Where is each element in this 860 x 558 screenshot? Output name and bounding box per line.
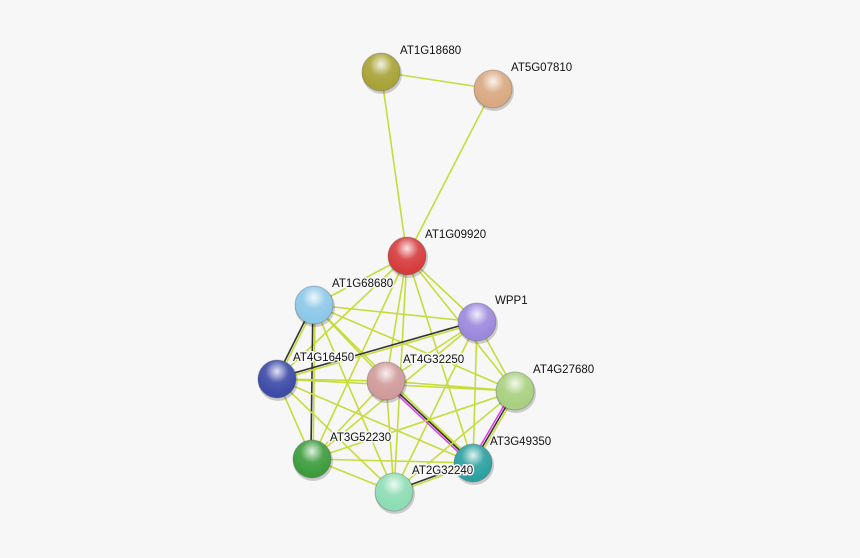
node-highlight xyxy=(295,286,333,324)
edge-AT1G68680-AT3G52230-coexp xyxy=(310,304,314,459)
edge-AT1G18680-AT1G09920-text xyxy=(380,71,408,257)
edge-AT5G07810-AT1G09920-text xyxy=(406,88,494,257)
node-highlight xyxy=(388,237,426,275)
edge-AT1G68680-WPP1-text xyxy=(313,304,478,323)
node-label[interactable]: AT4G32250 xyxy=(402,353,466,368)
node-label[interactable]: AT2G32240 xyxy=(411,464,475,479)
node-label[interactable]: AT1G09920 xyxy=(424,228,488,243)
node-AT4G16450[interactable]: AT4G16450 xyxy=(257,351,356,401)
edge-AT4G32250-AT3G49350-text xyxy=(386,378,476,462)
edge-WPP1-AT4G16450-text xyxy=(277,322,478,381)
edge-AT1G09920-AT3G52230-text xyxy=(311,255,408,460)
node-WPP1[interactable]: WPP1 xyxy=(457,294,530,344)
node-AT3G49350[interactable]: AT3G49350 xyxy=(453,435,553,485)
node-highlight xyxy=(362,53,400,91)
edge-WPP1-AT3G49350-text xyxy=(472,321,478,464)
edge-AT4G16450-AT3G49350-text xyxy=(276,378,474,464)
node-highlight xyxy=(293,440,331,478)
node-label[interactable]: AT5G07810 xyxy=(510,61,574,76)
edge-AT4G16450-AT2G32240-text xyxy=(276,378,395,493)
node-AT3G52230[interactable]: AT3G52230 xyxy=(292,431,393,481)
node-AT4G32250[interactable]: AT4G32250 xyxy=(366,353,466,403)
edge-AT1G68680-AT3G52230-text xyxy=(312,305,316,460)
edge-WPP1-AT4G16450-coexp xyxy=(276,320,477,379)
edge-AT4G27680-AT2G32240-text xyxy=(393,390,516,493)
node-label[interactable]: AT3G52230 xyxy=(329,431,393,446)
node-label[interactable]: AT4G16450 xyxy=(292,351,356,366)
node-highlight xyxy=(367,362,405,400)
node-label[interactable]: AT1G18680 xyxy=(399,44,463,59)
node-label[interactable]: AT3G49350 xyxy=(489,435,553,450)
edge-AT1G68680-AT4G27680-text xyxy=(313,304,516,392)
node-AT1G09920[interactable]: AT1G09920 xyxy=(387,228,488,278)
edge-AT4G32250-AT4G27680-text xyxy=(385,380,516,392)
nodes-layer: AT1G18680AT5G07810AT1G09920AT1G68680WPP1… xyxy=(257,44,596,514)
node-AT1G68680[interactable]: AT1G68680 xyxy=(294,277,395,327)
edge-AT3G52230-AT3G49350-text xyxy=(311,458,474,464)
edge-AT4G32250-AT3G49350-coexp xyxy=(385,380,474,464)
node-AT4G27680[interactable]: AT4G27680 xyxy=(495,363,596,413)
node-highlight xyxy=(496,372,534,410)
node-highlight xyxy=(458,303,496,341)
node-highlight xyxy=(258,360,296,398)
edge-AT4G32250-AT3G49350-experiment xyxy=(383,382,473,466)
node-label[interactable]: WPP1 xyxy=(494,294,530,309)
node-label[interactable]: AT1G68680 xyxy=(331,277,395,292)
edge-AT4G27680-AT3G52230-text xyxy=(311,390,516,460)
edges-layer xyxy=(275,71,518,494)
node-highlight xyxy=(474,70,512,108)
edge-WPP1-AT2G32240-text xyxy=(393,321,478,493)
node-highlight xyxy=(454,444,492,482)
edge-AT1G09920-AT4G32250-text xyxy=(385,255,408,382)
node-AT5G07810[interactable]: AT5G07810 xyxy=(473,61,574,111)
node-AT2G32240[interactable]: AT2G32240 xyxy=(374,464,475,514)
node-AT1G18680[interactable]: AT1G18680 xyxy=(361,44,463,94)
node-label[interactable]: AT4G27680 xyxy=(532,363,596,378)
node-highlight xyxy=(375,473,413,511)
